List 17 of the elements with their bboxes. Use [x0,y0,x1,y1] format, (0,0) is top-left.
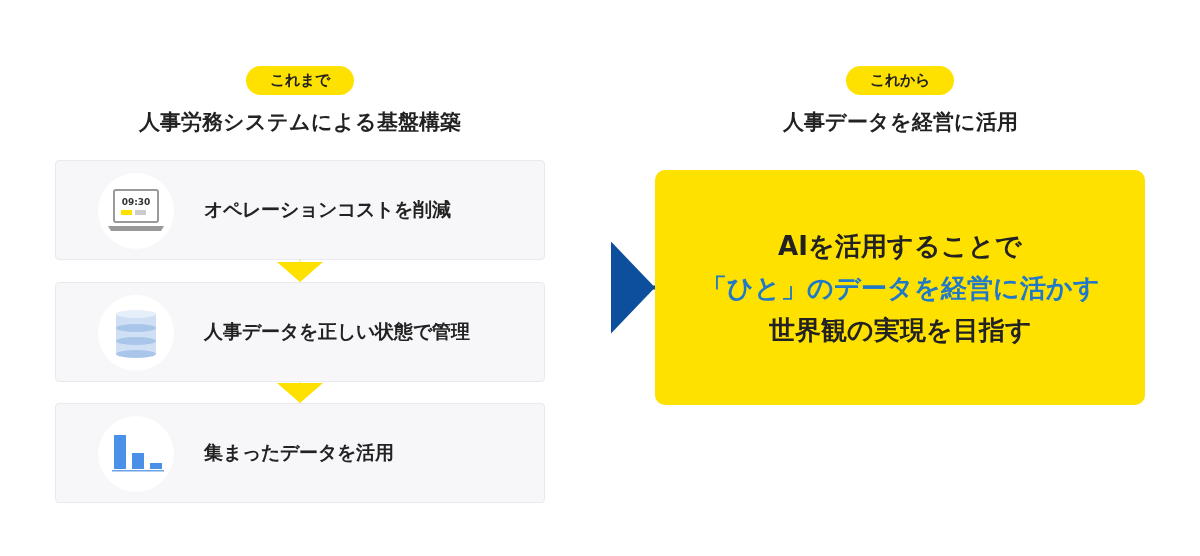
goal-text: 「ひと」のデータを経営に活かす [700,271,1100,305]
arrow [611,241,655,334]
step-text: 集まったデータを活用 [204,440,394,465]
step-text: 人事データを正しい状態で管理 [204,319,470,344]
label-badge: これから [846,66,954,95]
step-card [55,160,545,260]
label-badge: これまで [246,66,354,95]
section-heading: 人事データを経営に活用 [781,109,1019,136]
section-heading: 人事労務システムによる基盤構築 [138,109,462,136]
goal-text: AIを活用することで [778,229,1022,263]
goal-text: 世界観の実現を目指す [768,313,1032,347]
arrow [277,381,323,404]
step-text: オペレーションコストを削減 [204,197,451,222]
step-card [55,282,545,382]
arrow [277,259,323,283]
goal-panel [655,170,1145,405]
step-card [55,403,545,503]
